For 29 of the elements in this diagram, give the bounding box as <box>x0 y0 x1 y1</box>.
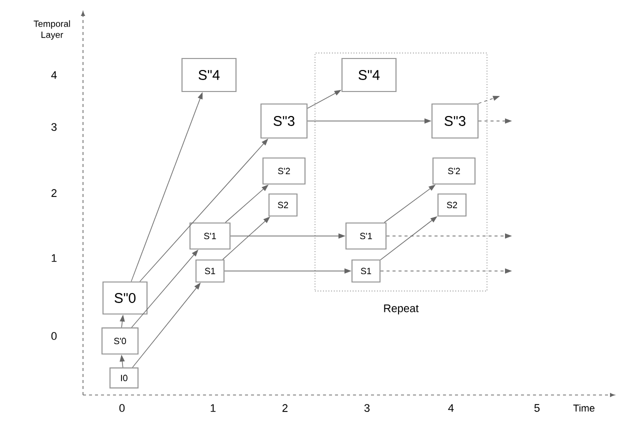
frame-box: S"3 <box>431 103 479 139</box>
frame-box: S'2 <box>262 157 306 185</box>
tick-label: 0 <box>51 332 57 340</box>
frame-box: S'1 <box>189 222 231 250</box>
frame-box: I0 <box>109 367 139 389</box>
frame-box: S'2 <box>432 157 476 185</box>
tick-label: 3 <box>51 123 57 131</box>
tick-label: 5 <box>534 404 540 412</box>
tick-label: 1 <box>52 254 57 262</box>
tick-label: 4 <box>448 404 454 412</box>
frame-box: S1 <box>351 259 381 283</box>
frame-box: S1 <box>195 259 225 283</box>
tick-label: 4 <box>51 71 57 79</box>
frame-box: S"4 <box>341 58 397 92</box>
frame-box: S2 <box>268 193 298 217</box>
arrow <box>131 250 198 328</box>
frame-box: S"3 <box>260 103 308 139</box>
tick-label: 0 <box>119 404 125 412</box>
frame-box: S"0 <box>102 281 148 315</box>
tick-label: 2 <box>52 189 57 197</box>
frame-box: S"4 <box>181 58 237 92</box>
tick-label: 2 <box>282 404 288 412</box>
tick-label: 3 <box>364 404 370 412</box>
frame-box: S2 <box>437 193 467 217</box>
frame-box: S'1 <box>345 222 387 250</box>
axis-title: Temporal Layer <box>34 20 70 40</box>
tick-label: 1 <box>210 404 216 412</box>
frame-box: S'0 <box>101 327 139 355</box>
axis-title: Time <box>573 404 594 412</box>
